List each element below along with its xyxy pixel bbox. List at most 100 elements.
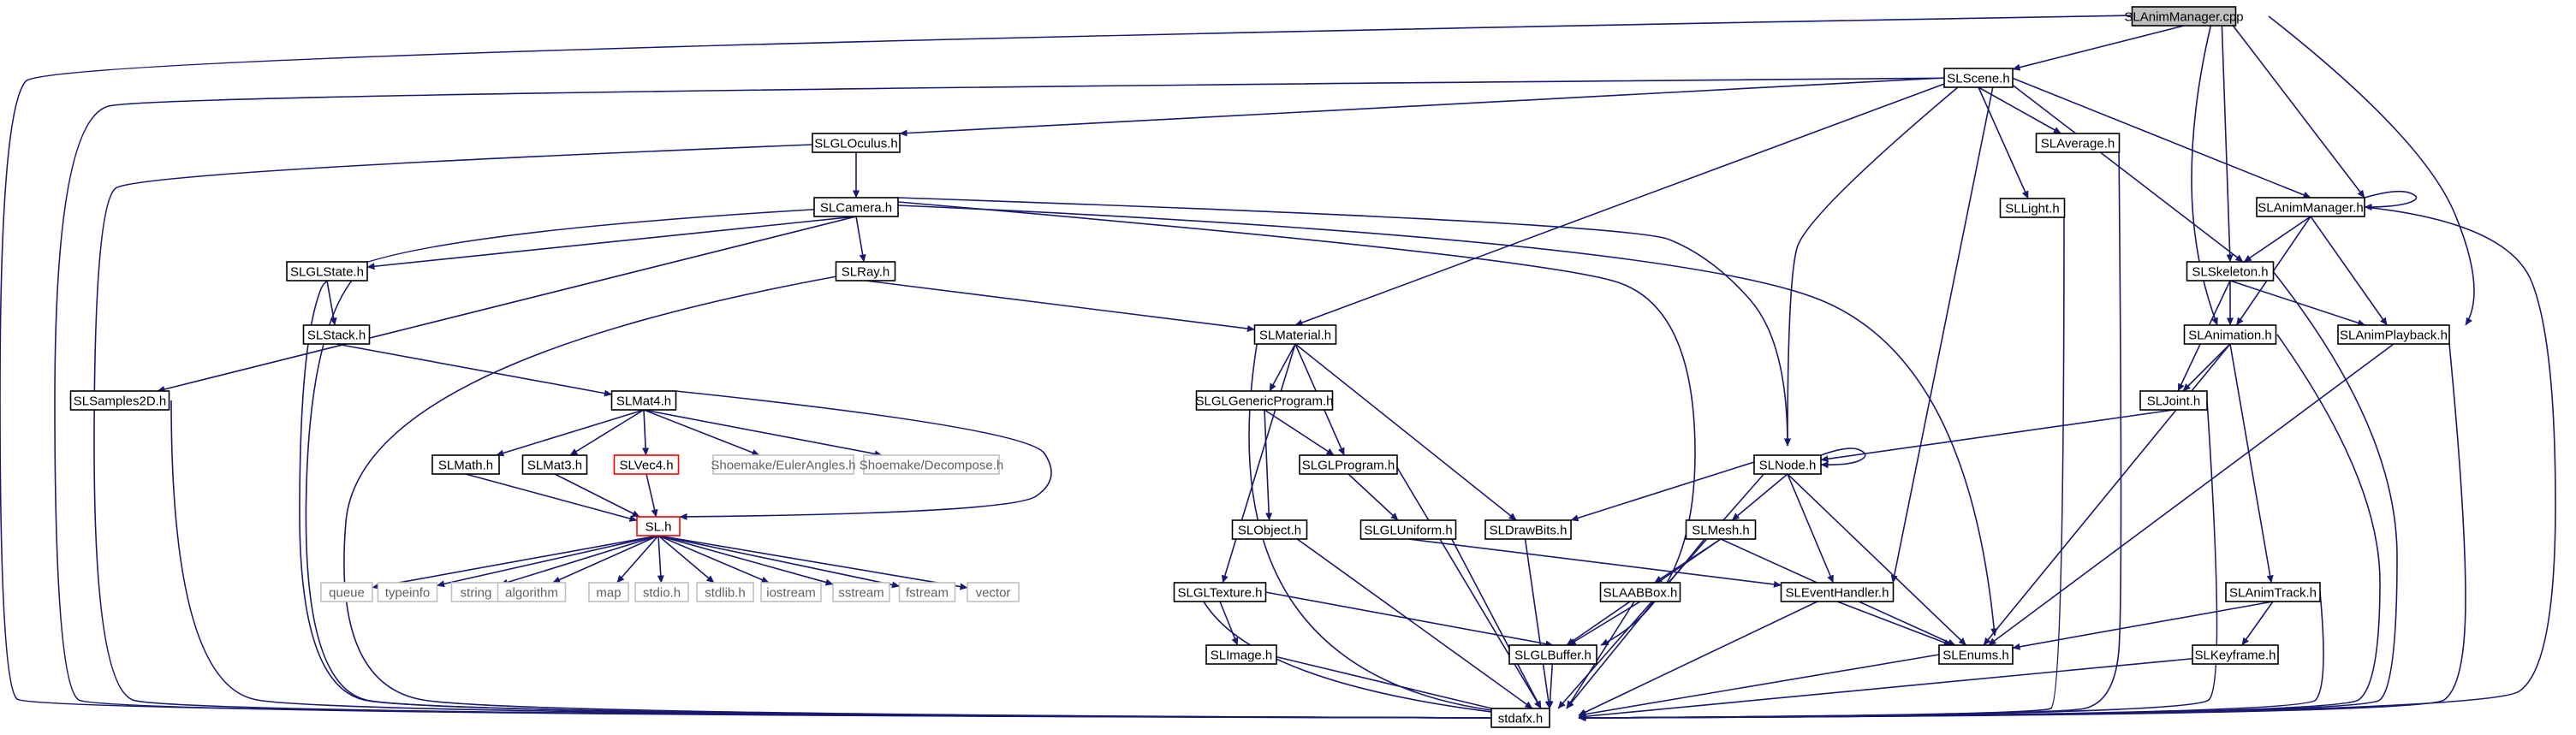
node-sllight-h[interactable]: SLLight.h xyxy=(1999,198,2066,218)
edge-sl-h-to-algorithm xyxy=(552,535,659,584)
node-slskeleton-h[interactable]: SLSkeleton.h xyxy=(2186,261,2275,282)
edge-slanimation-h-to-sljoint-h xyxy=(2182,343,2231,392)
node-box xyxy=(431,454,500,475)
node-slglprogram-h[interactable]: SLGLProgram.h xyxy=(1299,454,1398,475)
node-box xyxy=(1359,519,1457,540)
node-shoemake-decompose-h: Shoemake/Decompose.h xyxy=(860,454,1003,475)
node-slaabbox-h[interactable]: SLAABBox.h xyxy=(1599,582,1681,602)
node-box xyxy=(1484,519,1572,540)
node-slmath-h[interactable]: SLMath.h xyxy=(431,454,500,475)
node-slenums-h[interactable]: SLEnums.h xyxy=(1938,644,2014,665)
node-label: SLGLOculus.h xyxy=(814,137,898,151)
node-typeinfo: typeinfo xyxy=(377,582,438,602)
edge-slmat4-h-to-slvec4-h xyxy=(642,409,650,456)
node-slcamera-h[interactable]: SLCamera.h xyxy=(813,197,899,217)
node-layer: SLAnimManager.cppSLScene.hSLGLOculus.hSL… xyxy=(69,6,2450,728)
node-slanimmanager-cpp[interactable]: SLAnimManager.cpp xyxy=(2124,6,2244,27)
node-label: fstream xyxy=(906,586,949,601)
edge-slmat4-h-to-shoemake-decompose-h xyxy=(643,409,883,458)
node-slscene-h[interactable]: SLScene.h xyxy=(1943,68,2014,88)
node-label: SLMaterial.h xyxy=(1259,329,1331,343)
node-box xyxy=(1943,68,2014,88)
edge-slanimtrack-h-to-slkeyframe-h xyxy=(2241,601,2274,646)
edge-slaverage-h-to-stdafx-h xyxy=(1578,142,2122,722)
node-label: typeinfo xyxy=(385,586,431,601)
node-slgloculus-h[interactable]: SLGLOculus.h xyxy=(812,133,901,153)
node-algorithm: algorithm xyxy=(497,582,567,602)
edge-slanimmanager-cpp-to-slanimation-h xyxy=(2191,15,2218,326)
node-slmaterial-h[interactable]: SLMaterial.h xyxy=(1253,324,1337,345)
edge-slmat4-h-to-slmat3-h xyxy=(569,409,645,456)
node-slanimplayback-h[interactable]: SLAnimPlayback.h xyxy=(2337,324,2450,345)
node-label: SLJoint.h xyxy=(2147,394,2201,409)
node-label: SLRay.h xyxy=(842,265,889,280)
node-sldrawbits-h[interactable]: SLDrawBits.h xyxy=(1484,519,1572,540)
node-label: SLMath.h xyxy=(438,459,493,473)
node-slaverage-h[interactable]: SLAverage.h xyxy=(2035,133,2121,153)
node-slgluniform-h[interactable]: SLGLUniform.h xyxy=(1359,519,1457,540)
node-box xyxy=(696,582,754,602)
node-box xyxy=(1599,582,1681,602)
node-slvec4-h[interactable]: SLVec4.h xyxy=(613,454,680,475)
node-slnode-h[interactable]: SLNode.h xyxy=(1753,454,1822,475)
edge-slaabbox-h-to-stdafx-h xyxy=(1566,591,1641,709)
node-slmat3-h[interactable]: SLMat3.h xyxy=(521,454,588,475)
node-label: SLGLTexture.h xyxy=(1178,586,1263,601)
edge-slanimation-h-to-slenums-h xyxy=(1983,343,2231,646)
node-slmesh-h[interactable]: SLMesh.h xyxy=(1685,519,1757,540)
node-box xyxy=(2186,261,2275,282)
node-box xyxy=(613,454,680,475)
node-slanimation-h[interactable]: SLAnimation.h xyxy=(2183,324,2277,345)
edge-slscene-h-to-slgloculus-h xyxy=(899,77,1945,137)
node-slglgenericprogram-h[interactable]: SLGLGenericProgram.h xyxy=(1196,390,1334,411)
node-slstack-h[interactable]: SLStack.h xyxy=(302,324,371,345)
edge-slanimmanager-h-to-slskeleton-h xyxy=(2243,216,2311,263)
edge-slgltexture-h-to-slimage-h xyxy=(1219,601,1239,646)
node-slanimtrack-h[interactable]: SLAnimTrack.h xyxy=(2225,582,2321,602)
node-label: SLObject.h xyxy=(1238,524,1301,538)
edge-slanimmanager-cpp-to-slskeleton-h xyxy=(2221,15,2234,263)
node-slanimmanager-h[interactable]: SLAnimManager.h xyxy=(2256,197,2365,217)
node-slglbuffer-h[interactable]: SLGLBuffer.h xyxy=(1508,644,1597,665)
node-label: SLSkeleton.h xyxy=(2192,265,2268,280)
edge-slscene-h-to-slaverage-h xyxy=(1978,86,2061,134)
node-box xyxy=(2035,133,2121,153)
edge-slnode-h-to-sleventhandler-h xyxy=(1787,473,1835,584)
node-slmat4-h[interactable]: SLMat4.h xyxy=(610,390,677,411)
node-box xyxy=(377,582,438,602)
edge-slgltexture-h-to-stdafx-h xyxy=(1198,591,1521,719)
node-stdafx-h[interactable]: stdafx.h xyxy=(1490,708,1550,728)
edge-slglstate-h-to-slstack-h xyxy=(326,280,337,326)
node-label: SLMat4.h xyxy=(616,394,671,409)
node-box xyxy=(863,454,1000,475)
node-slkeyframe-h[interactable]: SLKeyframe.h xyxy=(2192,644,2279,665)
node-box xyxy=(302,324,371,345)
edge-slscene-h-to-sllight-h xyxy=(1978,86,2029,199)
edge-sl-h-to-stdlib-h xyxy=(657,535,715,584)
node-string: string xyxy=(450,582,502,602)
node-box xyxy=(320,582,373,602)
edge-slcamera-h-to-slglbuffer-h xyxy=(897,201,1696,646)
node-sleventhandler-h[interactable]: SLEventHandler.h xyxy=(1780,582,1895,602)
node-slobject-h[interactable]: SLObject.h xyxy=(1231,519,1308,540)
node-slray-h[interactable]: SLRay.h xyxy=(835,261,896,282)
edge-slmaterial-h-to-stdafx-h xyxy=(1248,334,1521,717)
node-label: SLAnimManager.cpp xyxy=(2124,10,2243,25)
node-slimage-h[interactable]: SLImage.h xyxy=(1205,644,1277,665)
node-map: map xyxy=(588,582,629,602)
edge-slnode-h-to-sldrawbits-h xyxy=(1570,461,1755,522)
edge-slscene-h-to-slnode-h xyxy=(1783,77,1970,447)
edge-slgluniform-h-to-sleventhandler-h xyxy=(1407,538,1782,588)
node-slgltexture-h[interactable]: SLGLTexture.h xyxy=(1173,582,1267,602)
node-label: SLGLState.h xyxy=(290,265,364,280)
node-sl-h[interactable]: SL.h xyxy=(636,516,681,536)
node-box xyxy=(2139,390,2208,411)
node-vector: vector xyxy=(967,582,1020,602)
edge-slmaterial-h-to-slgltexture-h xyxy=(1221,343,1296,584)
edge-slanimmanager-cpp-to-slanimmanager-h xyxy=(2225,15,2365,199)
node-box xyxy=(1999,198,2066,218)
edge-slanimplayback-h-to-stdafx-h xyxy=(1578,343,2466,722)
node-slglstate-h[interactable]: SLGLState.h xyxy=(286,261,368,282)
node-sljoint-h[interactable]: SLJoint.h xyxy=(2139,390,2208,411)
node-slsamples2d-h[interactable]: SLSamples2D.h xyxy=(69,390,170,411)
